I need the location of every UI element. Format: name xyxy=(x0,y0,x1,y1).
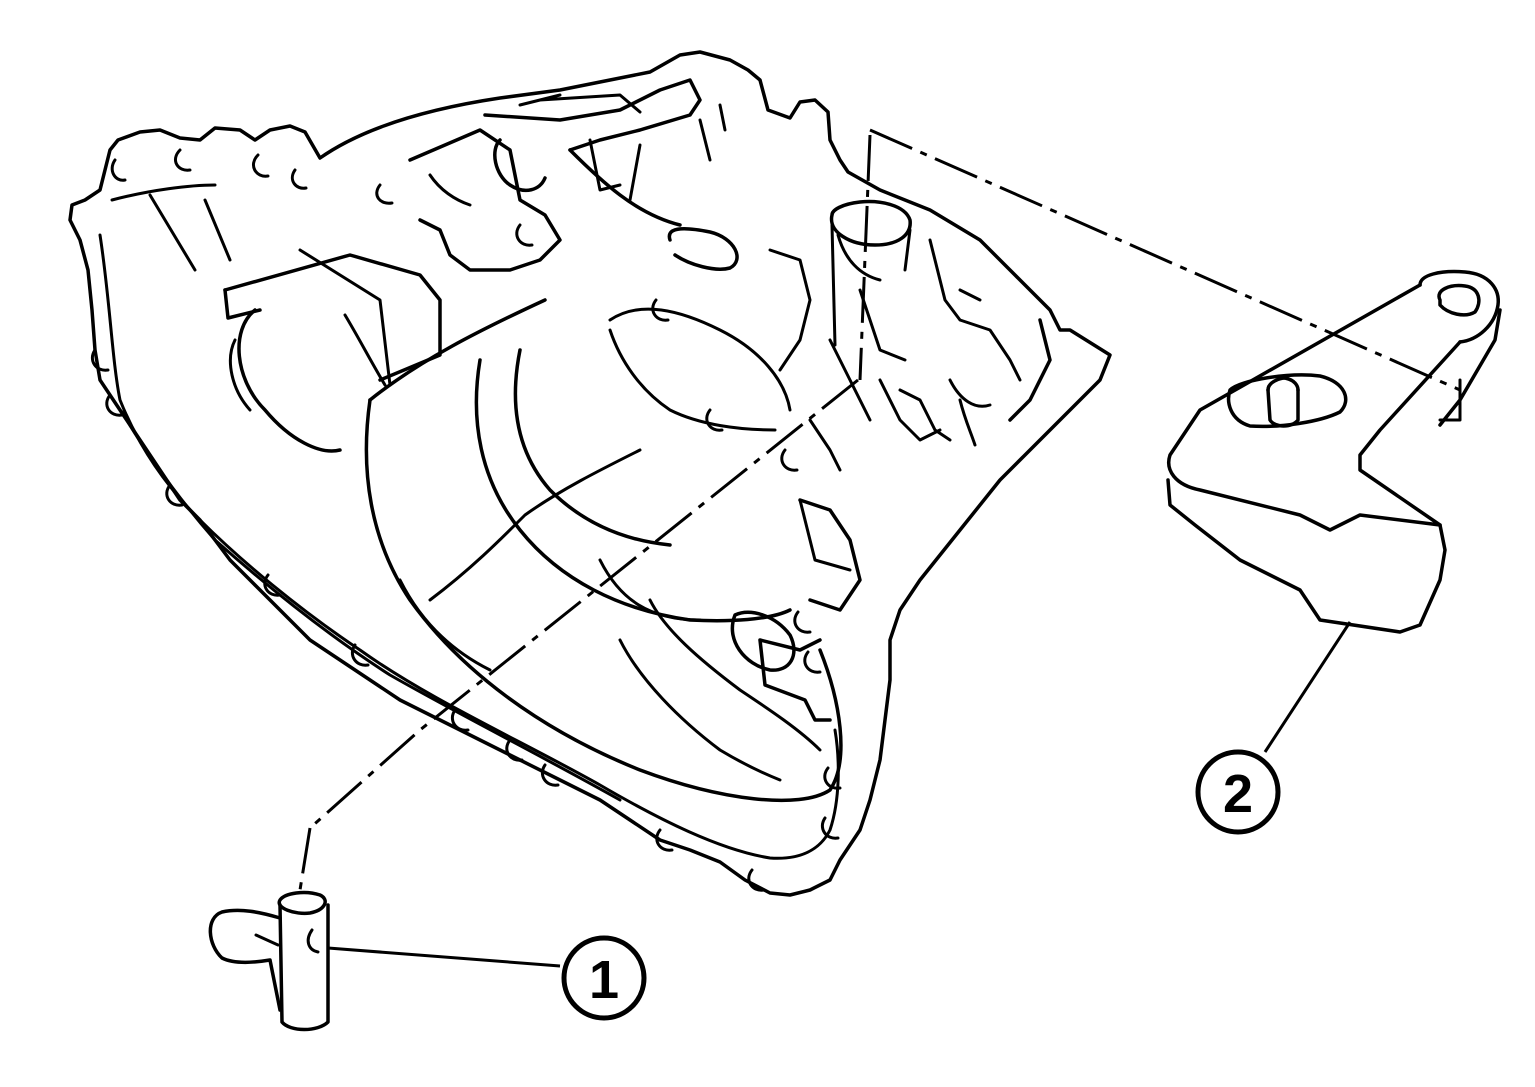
callout-2-label: 2 xyxy=(1223,764,1253,824)
callout-1-label: 1 xyxy=(589,950,619,1010)
part-1-pin xyxy=(208,890,330,1032)
callout-1-circle xyxy=(561,935,647,1021)
leader-line-2 xyxy=(1263,621,1352,753)
assembly-guide-lines xyxy=(298,128,1461,891)
callout-2: 2 xyxy=(1195,749,1281,835)
callout-1: 1 xyxy=(561,935,647,1021)
leader-line-1 xyxy=(327,946,561,968)
part-2-lever xyxy=(1166,269,1502,634)
callout-2-circle xyxy=(1195,749,1281,835)
transaxle-housing xyxy=(68,50,1112,897)
